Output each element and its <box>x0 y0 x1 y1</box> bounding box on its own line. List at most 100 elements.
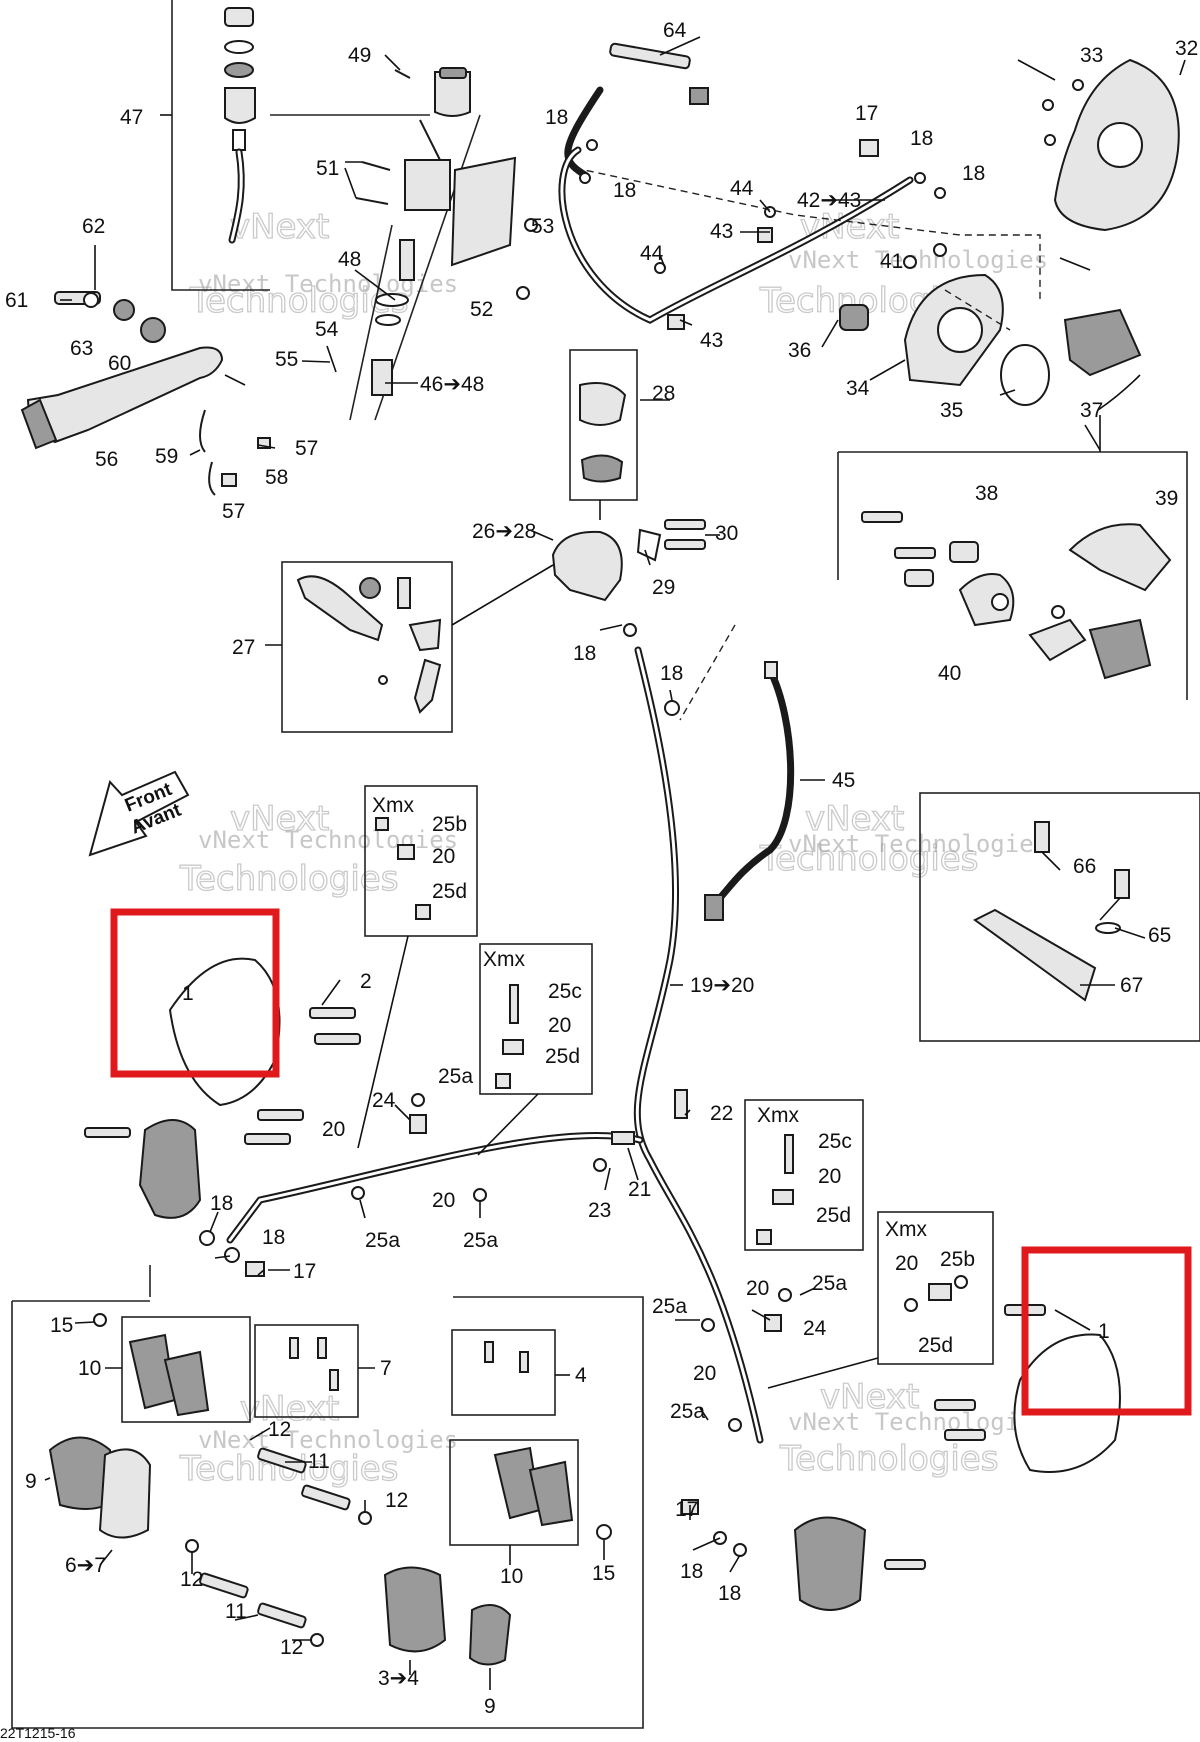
callout-18f: 18 <box>660 662 683 685</box>
highlight-box-left-disc <box>110 908 280 1078</box>
washer-15b <box>596 1524 612 1540</box>
washer-18g <box>199 1230 215 1246</box>
callout-18d: 18 <box>962 162 985 185</box>
callout-19-20: 19➔20 <box>690 974 754 997</box>
callout-2: 2 <box>360 970 372 993</box>
callout-41: 41 <box>880 250 903 273</box>
brake-pedal-group <box>20 291 271 496</box>
callout-58: 58 <box>265 466 288 489</box>
callout-25b: 25b <box>432 813 467 836</box>
callout-17c: 17 <box>675 1498 698 1521</box>
callout-18e: 18 <box>573 642 596 665</box>
callout-12b: 12 <box>385 1489 408 1512</box>
spring-59 <box>199 409 206 453</box>
washer-18j <box>733 1543 747 1557</box>
watermark-technologies: Technologies <box>779 1439 998 1479</box>
bushing-60b <box>140 317 166 343</box>
lever-plunger <box>413 658 442 714</box>
callout-60: 60 <box>108 352 131 375</box>
callout-3-4: 3➔4 <box>378 1667 419 1690</box>
reservoir-diaphragm <box>224 62 254 78</box>
box-lower-calipers <box>11 1296 644 1729</box>
bushing-60 <box>113 299 135 321</box>
master-cylinder-26 <box>551 530 623 602</box>
box-xmx-1 <box>364 785 478 937</box>
callout-49: 49 <box>348 44 371 67</box>
caliper-left <box>138 1119 202 1219</box>
callout-20h: 20 <box>693 1362 716 1385</box>
callout-56: 56 <box>95 448 118 471</box>
callout-35: 35 <box>940 399 963 422</box>
callout-63: 63 <box>70 337 93 360</box>
callout-38: 38 <box>975 482 998 505</box>
watermark-small: vNext Technologies <box>198 826 458 854</box>
callout-53: 53 <box>531 215 554 238</box>
callout-25d-b: 25d <box>545 1045 580 1068</box>
brake-light-switch <box>609 42 691 70</box>
pad-10d <box>528 1460 574 1527</box>
screw-49 <box>394 69 411 79</box>
pin-11d <box>257 1602 307 1629</box>
sensor-45 <box>764 661 778 679</box>
hose-clamps <box>351 1089 792 1432</box>
lever-adjuster <box>359 577 381 599</box>
rear-disc-caliper-group <box>839 58 1180 406</box>
front-caliper-left <box>84 1119 265 1277</box>
callout-25d-c: 25d <box>816 1204 851 1227</box>
callout-25a-c: 25a <box>463 1229 498 1252</box>
front-arrow-icon <box>88 770 190 857</box>
clamp-43b <box>757 227 773 243</box>
washer-15 <box>93 1313 107 1327</box>
watermark-vnext: vNext <box>805 799 904 839</box>
disc-hub <box>1097 122 1143 168</box>
callout-18i: 18 <box>680 1560 703 1583</box>
bolt-2g <box>944 1429 986 1441</box>
callout-61: 61 <box>5 289 28 312</box>
screw-33 <box>1072 79 1084 91</box>
caliper-breakdown-group <box>861 511 1172 680</box>
callout-labels: 47 49 51 53 48 52 62 61 63 60 54 55 46➔4… <box>5 19 1198 1718</box>
brake-pedal <box>26 346 224 444</box>
pin-4b <box>519 1351 529 1373</box>
screw-25c <box>509 984 519 1024</box>
callout-25a-e: 25a <box>812 1272 847 1295</box>
front-brake-disc-left <box>168 957 281 1107</box>
callout-32: 32 <box>1175 37 1198 60</box>
screw-25c-b <box>784 1134 794 1174</box>
callout-51: 51 <box>316 157 339 180</box>
callout-12c: 12 <box>180 1568 203 1591</box>
callout-20b: 20 <box>548 1014 571 1037</box>
nut-52 <box>516 286 530 300</box>
screw-25b-b <box>954 1275 968 1289</box>
guard-67 <box>973 908 1097 1002</box>
clip-20 <box>397 844 415 860</box>
callout-64: 64 <box>663 19 687 42</box>
callout-18g: 18 <box>210 1192 233 1215</box>
callout-44: 44 <box>730 177 754 200</box>
clip-57 <box>257 437 271 449</box>
callout-26-28: 26➔28 <box>472 520 536 543</box>
callout-25b-b: 25b <box>940 1248 975 1271</box>
guard-group-65-67 <box>973 821 1130 1002</box>
pedal-step <box>20 398 58 450</box>
screw-25a-e <box>701 1318 715 1332</box>
callout-20g: 20 <box>746 1277 769 1300</box>
pin-7b <box>317 1337 327 1359</box>
watermark-technologies: Technologies <box>179 859 398 899</box>
lower-caliper-breakdown <box>48 1313 612 1666</box>
callout-20f: 20 <box>432 1189 455 1212</box>
callout-12d: 12 <box>280 1636 303 1659</box>
lever-washer <box>378 675 388 685</box>
master-cylinder-body <box>404 159 451 211</box>
callout-30: 30 <box>715 522 738 545</box>
junction-21 <box>611 1131 635 1145</box>
reservoir-cover-28 <box>579 382 627 426</box>
highlight-boxes <box>110 908 1192 1416</box>
screw-33c <box>1044 134 1056 146</box>
bracket-hole <box>937 307 983 353</box>
callout-9: 9 <box>25 1470 37 1493</box>
box-27 <box>281 561 453 733</box>
leader-lines <box>44 36 1186 1690</box>
bolt-2b <box>314 1033 361 1045</box>
screw-25a-f <box>728 1418 742 1432</box>
